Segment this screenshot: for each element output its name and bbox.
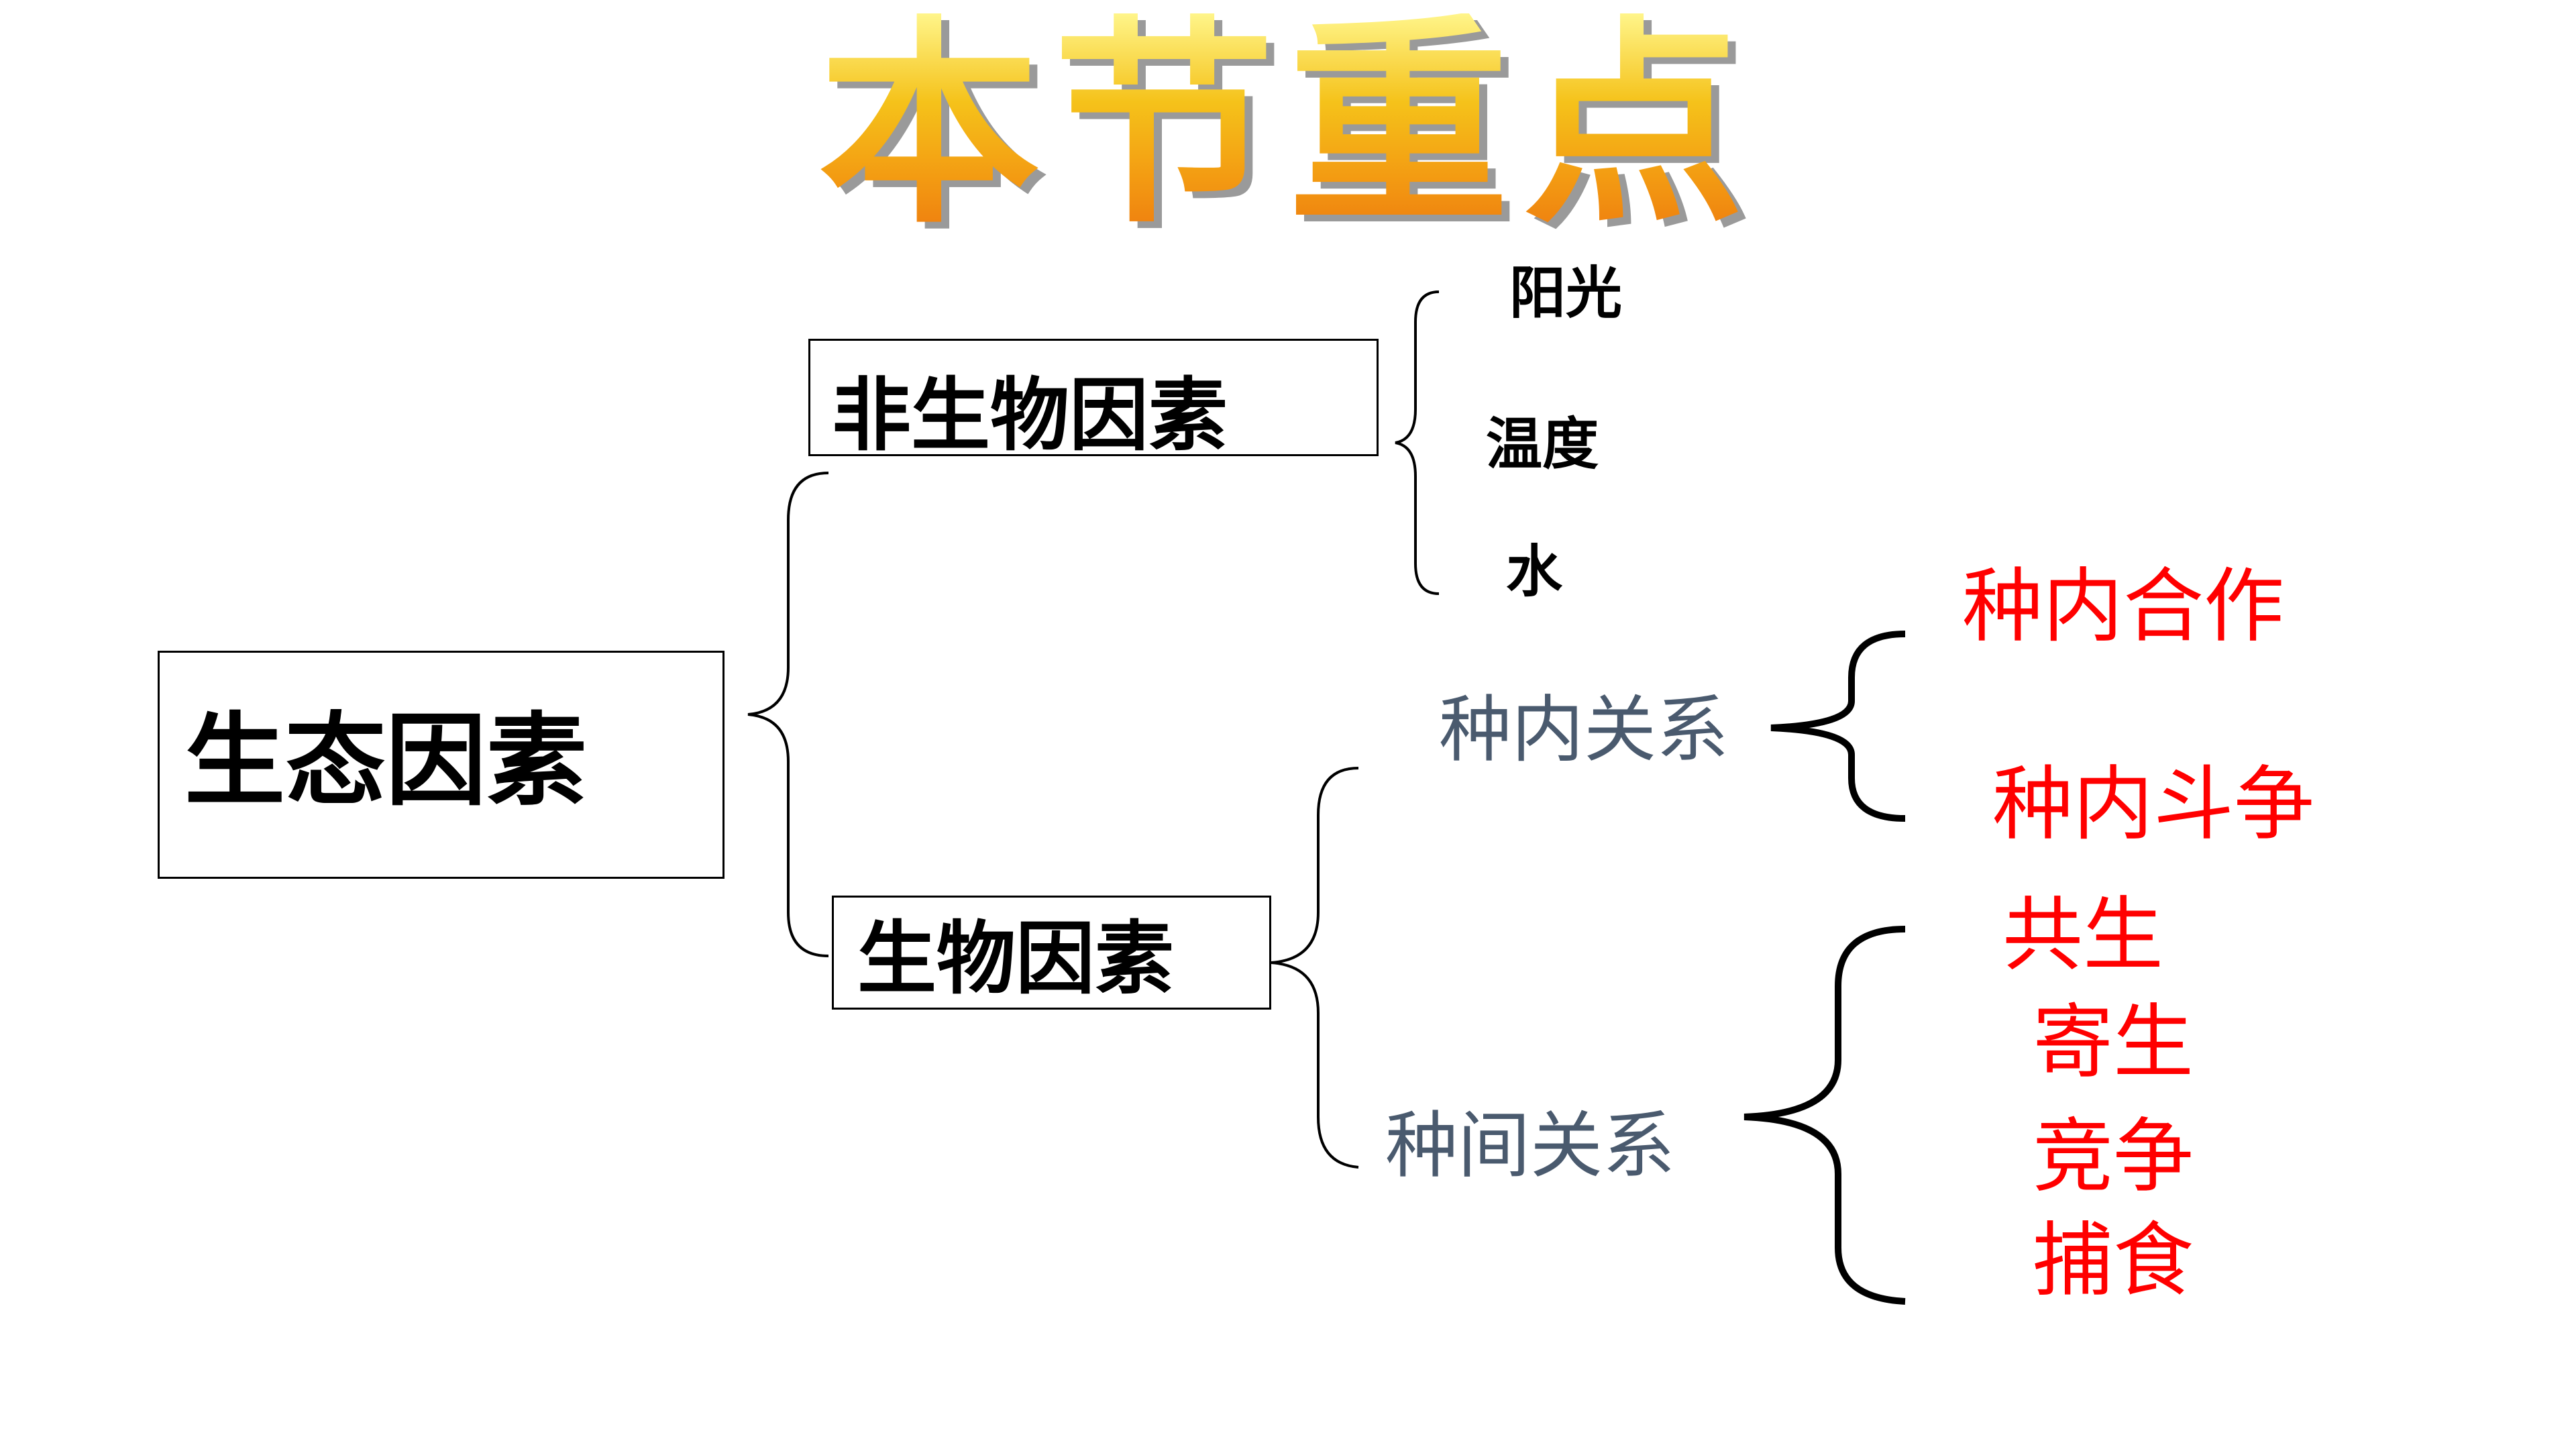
- inter-item-mutualism: 共生: [2002, 889, 2163, 982]
- abiotic-item-temperature: 温度: [1486, 411, 1599, 477]
- root-label: 生态因素: [184, 703, 588, 820]
- intra-brace: [1770, 631, 1906, 822]
- biotic-box: [832, 896, 1271, 1010]
- biotic-brace: [1271, 767, 1359, 1169]
- abiotic-item-water: 水: [1506, 539, 1563, 604]
- root-box: [158, 651, 724, 879]
- intra-item-struggle: 种内斗争: [1992, 758, 2314, 851]
- inter-relation-label: 种间关系: [1385, 1104, 1676, 1188]
- inter-brace: [1743, 926, 1906, 1305]
- inter-item-parasitism: 寄生: [2033, 996, 2194, 1089]
- biotic-label: 生物因素: [857, 912, 1175, 1005]
- intra-relation-label: 种内关系: [1439, 688, 1729, 772]
- inter-item-competition: 竞争: [2033, 1110, 2194, 1203]
- inter-item-predation: 捕食: [2033, 1214, 2194, 1307]
- abiotic-box: [808, 339, 1379, 456]
- root-brace: [747, 472, 829, 957]
- slide-title: 本节重点: [0, 13, 2576, 235]
- abiotic-item-sunlight: 阳光: [1509, 260, 1623, 326]
- intra-item-cooperation: 种内合作: [1962, 560, 2284, 653]
- abiotic-brace: [1395, 290, 1440, 595]
- abiotic-label: 非生物因素: [832, 369, 1228, 462]
